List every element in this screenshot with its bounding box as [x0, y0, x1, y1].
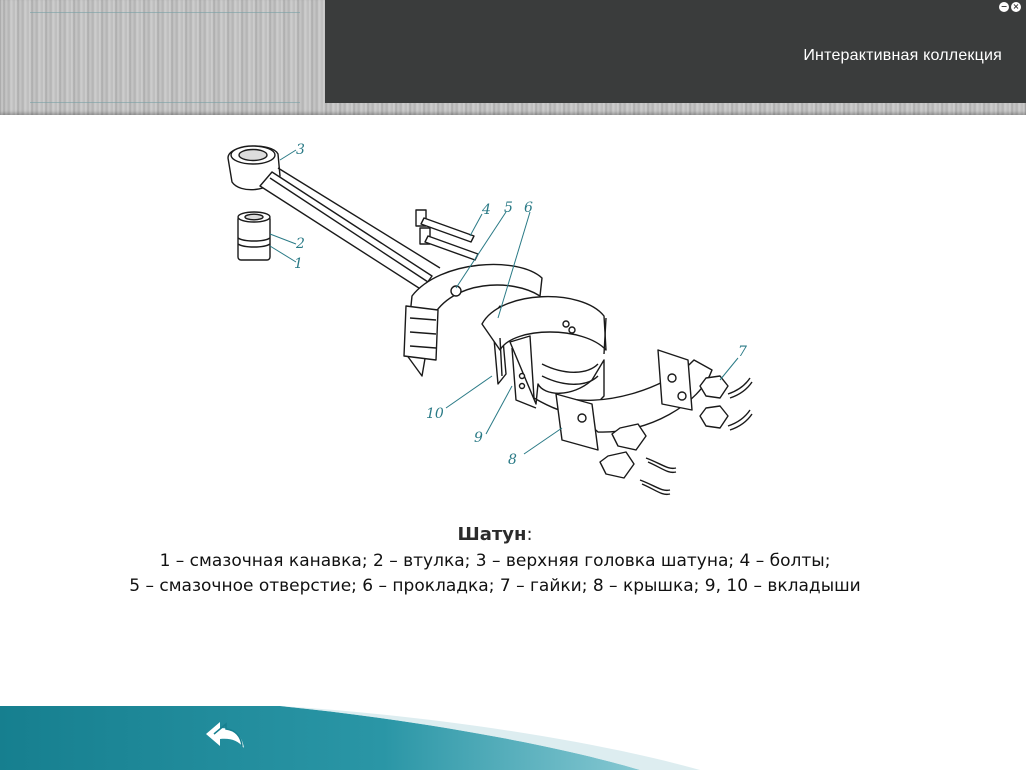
upper-shell-part: [481, 295, 607, 377]
decor-line: [30, 12, 300, 13]
cap-part: [555, 349, 713, 451]
rod-shank-part: [259, 167, 441, 291]
footer-band: [0, 706, 700, 770]
callout-5: 5: [504, 200, 513, 216]
bushing-part: [237, 211, 271, 261]
caption-title: Шатун:: [0, 524, 990, 545]
callout-6: 6: [524, 200, 533, 216]
title-panel: Интерактивная коллекция: [325, 0, 1026, 103]
caption-title-text: Шатун: [457, 524, 527, 545]
connecting-rod-diagram: 3 2 1 4 5 6 7 10 9 8: [227, 142, 753, 496]
callout-1: 1: [294, 256, 303, 272]
caption-title-colon: :: [526, 524, 533, 545]
callout-7: 7: [738, 344, 747, 360]
minimize-icon[interactable]: −: [999, 2, 1009, 12]
bolts-part: [415, 209, 479, 261]
callout-8: 8: [508, 452, 517, 468]
app-title: Интерактивная коллекция: [803, 47, 1002, 64]
lower-shell-part: [509, 335, 605, 414]
callout-10: 10: [426, 406, 444, 422]
close-icon[interactable]: ×: [1011, 2, 1021, 12]
callout-2: 2: [295, 236, 305, 252]
big-end-upper-part: [403, 263, 543, 377]
callout-9: 9: [474, 430, 483, 446]
decor-line: [30, 102, 300, 103]
caption-legend-line-1: 1 – смазочная канавка; 2 – втулка; 3 – в…: [159, 551, 831, 571]
cotter-pins-part: [639, 377, 753, 496]
caption-legend-line-2: 5 – смазочное отверстие; 6 – прокладка; …: [129, 576, 861, 596]
nuts-part: [599, 375, 729, 479]
callout-4: 4: [481, 202, 491, 218]
callout-3: 3: [296, 142, 305, 158]
header-bar: Интерактивная коллекция − ×: [0, 0, 1026, 115]
back-arrow-icon[interactable]: [204, 718, 246, 752]
